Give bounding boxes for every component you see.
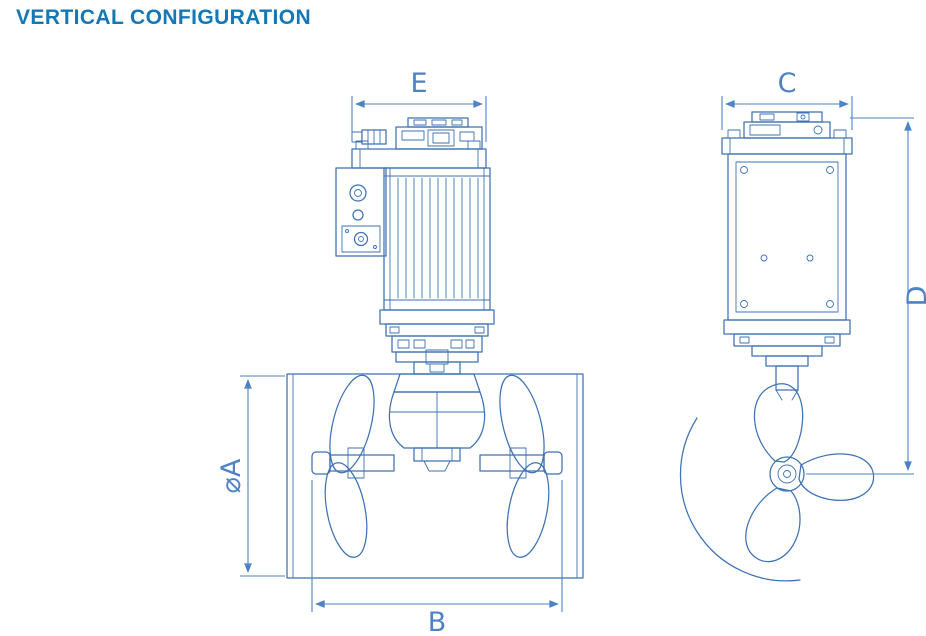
dimension-annotations: E C D ⌀A xyxy=(216,68,926,636)
dimension-c: C xyxy=(721,68,853,130)
propeller-hubs xyxy=(311,447,563,479)
dimension-label-c: C xyxy=(778,68,797,99)
dimension-e: E xyxy=(351,68,487,142)
side-view-drawing xyxy=(679,111,875,582)
motor-body-front xyxy=(383,167,491,311)
propeller-side xyxy=(679,383,875,582)
dimension-label-e: E xyxy=(410,68,427,99)
dimension-label-b: B xyxy=(428,607,447,636)
motor-top-front xyxy=(351,117,487,169)
motor-top-side xyxy=(721,111,853,155)
tunnel-front xyxy=(286,373,584,579)
dimension-label-d: D xyxy=(902,286,926,307)
motor-bracket xyxy=(335,167,387,257)
gearbox-pod xyxy=(388,373,486,472)
dimension-b: B xyxy=(311,480,563,636)
motor-base-side xyxy=(723,319,851,401)
page-title: VERTICAL CONFIGURATION xyxy=(16,6,312,29)
front-view-drawing xyxy=(286,117,584,579)
motor-body-side xyxy=(727,153,847,321)
dimension-diameter-a: ⌀A xyxy=(216,375,285,577)
propeller-blades-front xyxy=(324,374,550,558)
dimension-label-diameter-a: ⌀A xyxy=(216,458,247,493)
motor-base-front xyxy=(379,309,495,375)
dimension-d: D xyxy=(806,117,926,475)
